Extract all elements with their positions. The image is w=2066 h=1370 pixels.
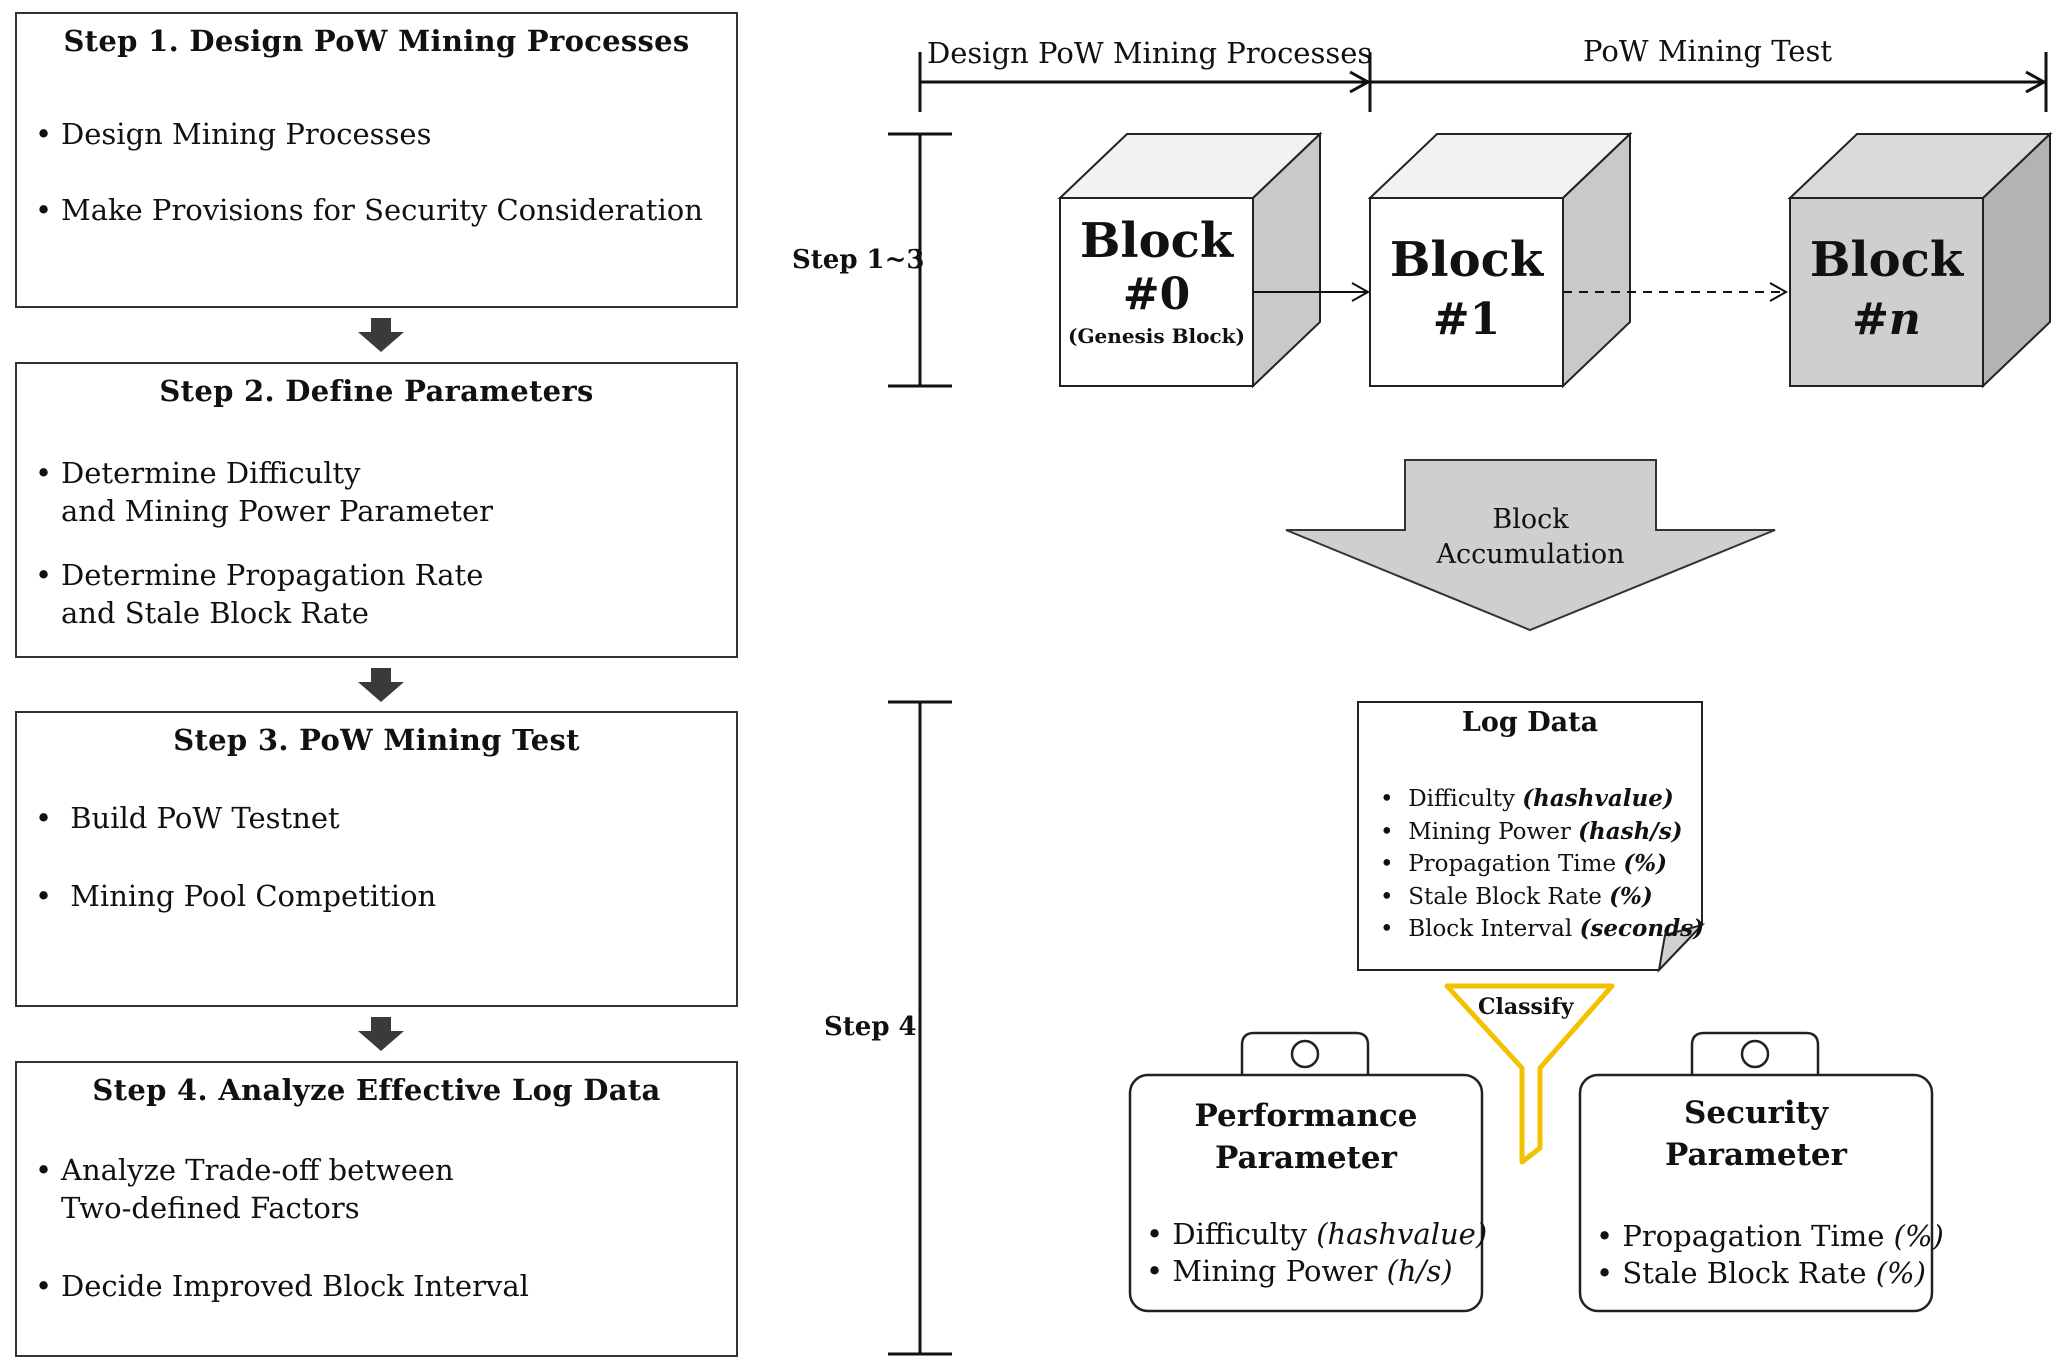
log-item-stale-block-rate: • Stale Block Rate (%) (1380, 882, 1653, 910)
flow-arrow-3 (358, 1017, 404, 1051)
log-data-document (1357, 701, 1706, 974)
security-item-propagation-time: • Propagation Time (%) (1596, 1219, 1944, 1253)
security-items: • Propagation Time (%) • Stale Block Rat… (1596, 1218, 1944, 1292)
block-connector-dashed (1563, 282, 1789, 302)
block-0-cube (1057, 131, 1323, 389)
step-3-box: Step 3. PoW Mining Test • Build PoW Test… (15, 711, 738, 1007)
flow-arrow-2 (358, 668, 404, 702)
block-n-label: Block #n (1809, 232, 1964, 345)
security-item-stale-block-rate: • Stale Block Rate (%) (1596, 1256, 1926, 1290)
step-2-title: Step 2. Define Parameters (159, 374, 594, 408)
log-data-list: • Difficulty (hashvalue) • Mining Power … (1380, 783, 1704, 946)
step-3-title: Step 3. PoW Mining Test (173, 723, 580, 757)
accumulation-arrow (1285, 459, 1776, 632)
performance-item-mining-power: • Mining Power (h/s) (1146, 1254, 1453, 1288)
log-item-block-interval: • Block Interval (seconds) (1380, 915, 1705, 942)
block-n-cube (1787, 131, 2053, 389)
performance-item-difficulty: • Difficulty (hashvalue) (1146, 1217, 1488, 1251)
performance-items: • Difficulty (hashvalue) • Mining Power … (1146, 1216, 1487, 1290)
step-1-item-2: •Make Provisions for Security Considerat… (35, 193, 703, 227)
block-1-cube (1367, 131, 1633, 389)
bracket-step-1-3 (888, 132, 952, 388)
performance-tag (1128, 1031, 1484, 1313)
step-3-item-1: • Build PoW Testnet (35, 801, 340, 835)
block-connector-solid (1253, 282, 1371, 302)
log-item-mining-power: • Mining Power (hash/s) (1380, 817, 1683, 845)
classify-funnel (1444, 983, 1615, 1165)
bracket-step-4 (888, 700, 952, 1356)
log-item-propagation-time: • Propagation Time (%) (1380, 850, 1668, 877)
log-data-title: Log Data (1461, 707, 1599, 738)
block-1-label: Block #1 (1389, 232, 1544, 345)
side-label-step-4: Step 4 (824, 1012, 917, 1042)
side-label-step-1-3: Step 1~3 (792, 245, 925, 275)
log-item-difficulty: • Difficulty (hashvalue) (1380, 785, 1674, 812)
step-1-title: Step 1. Design PoW Mining Processes (63, 24, 690, 58)
classify-label: Classify (1478, 994, 1574, 1020)
accumulation-label: Block Accumulation (1436, 504, 1625, 570)
flow-arrow-1 (358, 318, 404, 352)
security-tag (1578, 1031, 1934, 1313)
step-4-item-2: •Decide Improved Block Interval (35, 1269, 529, 1303)
step-1-item-1: •Design Mining Processes (35, 117, 432, 151)
timeline-label-design: Design PoW Mining Processes (927, 36, 1373, 70)
security-title: Security Parameter (1665, 1095, 1847, 1173)
step-1-box: Step 1. Design PoW Mining Processes •Des… (15, 12, 738, 308)
step-2-box: Step 2. Define Parameters •Determine Dif… (15, 362, 738, 658)
timeline (918, 52, 2048, 112)
block-0-label: Block #0 (Genesis Block) (1068, 213, 1245, 348)
step-3-item-2: • Mining Pool Competition (35, 879, 437, 913)
step-4-box: Step 4. Analyze Effective Log Data •Anal… (15, 1061, 738, 1357)
timeline-label-mining-test: PoW Mining Test (1583, 34, 1832, 68)
step-4-title: Step 4. Analyze Effective Log Data (92, 1073, 661, 1107)
performance-title: Performance Parameter (1194, 1098, 1418, 1176)
